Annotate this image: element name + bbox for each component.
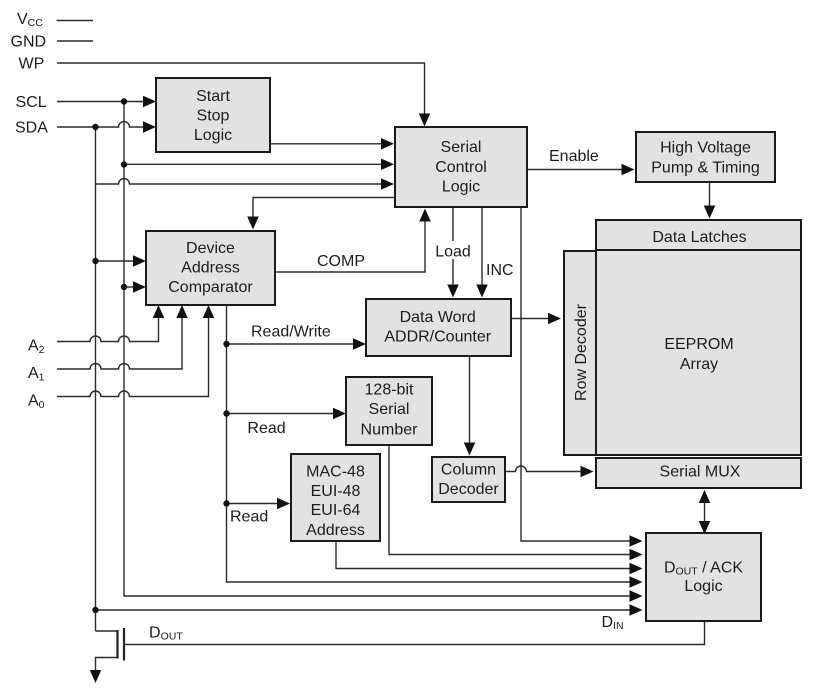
svg-text:MAC-48: MAC-48 bbox=[306, 463, 365, 480]
svg-text:Control: Control bbox=[435, 159, 487, 176]
svg-text:Read: Read bbox=[230, 509, 268, 526]
svg-text:Pump & Timing: Pump & Timing bbox=[651, 160, 759, 177]
svg-text:EUI-48: EUI-48 bbox=[311, 483, 361, 500]
svg-text:Read: Read bbox=[247, 420, 285, 437]
svg-text:Array: Array bbox=[680, 356, 718, 373]
svg-text:128-bit: 128-bit bbox=[365, 382, 414, 399]
svg-text:Address: Address bbox=[306, 522, 365, 539]
svg-text:Device: Device bbox=[186, 240, 235, 257]
svg-text:Column: Column bbox=[441, 461, 496, 478]
svg-text:WP: WP bbox=[19, 56, 45, 73]
svg-text:Decoder: Decoder bbox=[438, 481, 499, 498]
svg-text:Serial: Serial bbox=[369, 401, 410, 418]
svg-text:Logic: Logic bbox=[442, 179, 480, 196]
svg-text:COMP: COMP bbox=[317, 253, 365, 270]
svg-text:Data Word: Data Word bbox=[400, 309, 476, 326]
svg-text:Load: Load bbox=[435, 244, 471, 261]
svg-text:Address: Address bbox=[181, 259, 240, 276]
svg-text:EUI-64: EUI-64 bbox=[311, 502, 361, 519]
svg-text:INC: INC bbox=[486, 262, 514, 279]
svg-text:Comparator: Comparator bbox=[168, 279, 253, 296]
svg-text:Read/Write: Read/Write bbox=[251, 324, 331, 341]
svg-text:Serial: Serial bbox=[441, 139, 482, 156]
svg-text:Serial MUX: Serial MUX bbox=[660, 463, 741, 480]
svg-text:ADDR/Counter: ADDR/Counter bbox=[384, 329, 491, 346]
svg-text:Logic: Logic bbox=[194, 127, 232, 144]
svg-text:GND: GND bbox=[11, 34, 47, 51]
svg-text:Number: Number bbox=[361, 421, 419, 438]
svg-text:Start: Start bbox=[196, 88, 230, 105]
svg-text:Stop: Stop bbox=[197, 107, 230, 124]
svg-text:Row Decoder: Row Decoder bbox=[573, 303, 590, 401]
svg-text:SDA: SDA bbox=[15, 120, 48, 137]
svg-text:EEPROM: EEPROM bbox=[664, 336, 733, 353]
svg-text:Logic: Logic bbox=[684, 578, 722, 595]
svg-text:Data Latches: Data Latches bbox=[652, 229, 746, 246]
svg-text:High Voltage: High Voltage bbox=[660, 140, 751, 157]
svg-text:Enable: Enable bbox=[549, 148, 599, 165]
svg-text:SCL: SCL bbox=[16, 94, 47, 111]
